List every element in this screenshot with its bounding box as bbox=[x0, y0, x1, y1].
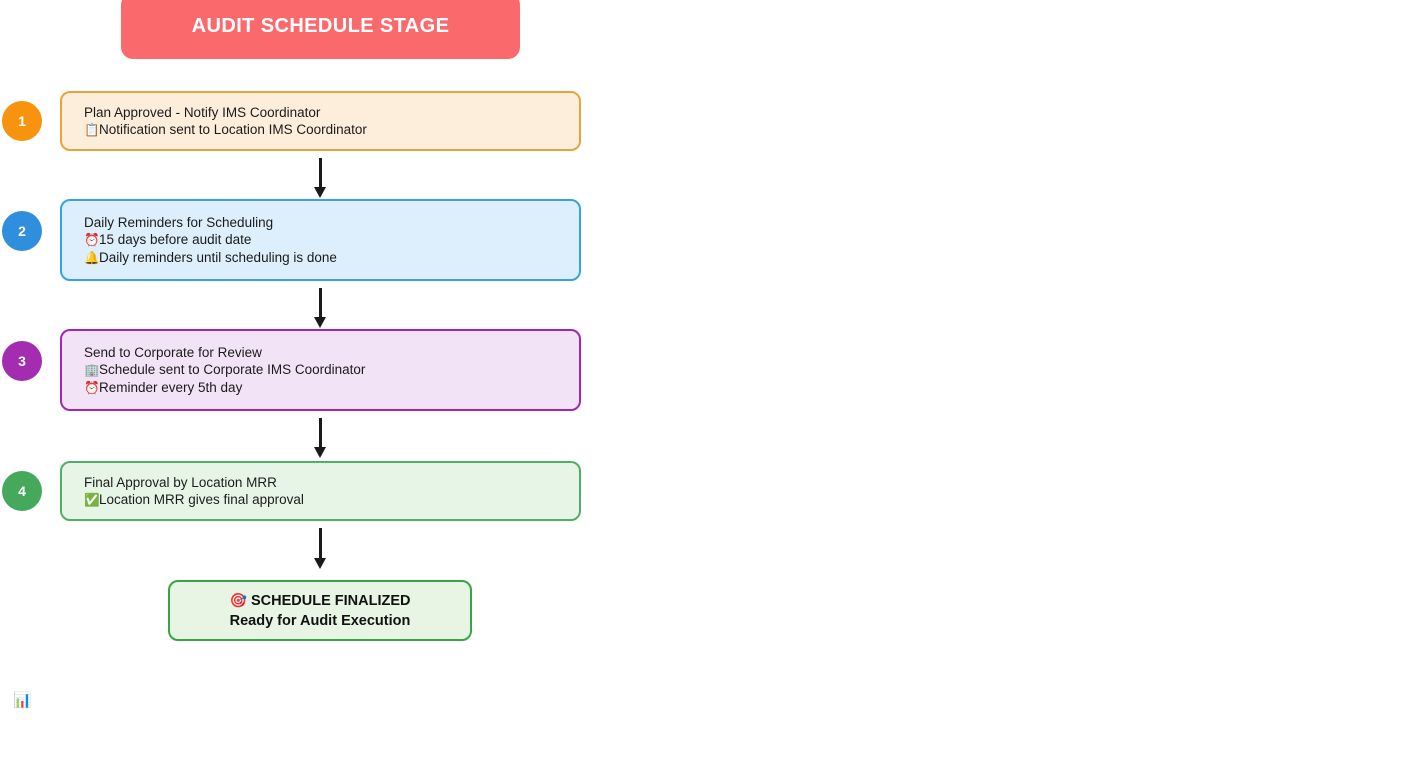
alarm-clock-icon: ⏰ bbox=[84, 232, 100, 248]
check-mark-box-icon: ✅ bbox=[84, 492, 100, 507]
step-2-title: Daily Reminders for Scheduling bbox=[84, 214, 274, 230]
stage-title-banner: AUDIT SCHEDULE STAGE bbox=[121, 0, 520, 59]
step-1-detail-1: 📋Notification sent to Location IMS Coord… bbox=[84, 121, 579, 139]
dart-target-icon: 🎯 bbox=[229, 592, 247, 609]
connector-1-to-2 bbox=[314, 158, 327, 198]
final-line-1-text: SCHEDULE FINALIZED bbox=[250, 592, 411, 609]
step-box-3[interactable]: Send to Corporate for Review 🏢Schedule s… bbox=[60, 329, 581, 411]
connector-shaft bbox=[319, 158, 322, 188]
step-2-detail-1: ⏰15 days before audit date bbox=[84, 231, 579, 249]
bell-icon: 🔔 bbox=[84, 249, 100, 265]
page-title: AUDIT SCHEDULE STAGE bbox=[191, 14, 450, 37]
step-4-title: Final Approval by Location MRR bbox=[84, 474, 277, 490]
connector-arrowhead bbox=[314, 317, 326, 328]
step-number-4-label: 4 bbox=[18, 483, 26, 499]
connector-shaft bbox=[319, 418, 322, 448]
step-box-1[interactable]: Plan Approved - Notify IMS Coordinator 📋… bbox=[60, 91, 581, 151]
connector-3-to-4 bbox=[314, 418, 327, 458]
step-3-detail-1: 🏢Schedule sent to Corporate IMS Coordina… bbox=[84, 361, 579, 379]
step-number-3: 3 bbox=[2, 341, 42, 381]
connector-arrowhead bbox=[314, 187, 326, 198]
step-2-detail-2-text: Daily reminders until scheduling is done bbox=[99, 249, 337, 265]
alarm-clock-icon: ⏰ bbox=[84, 379, 100, 395]
connector-2-to-3 bbox=[314, 288, 327, 328]
connector-arrowhead bbox=[314, 447, 326, 458]
connector-4-to-final bbox=[314, 528, 327, 570]
step-number-1: 1 bbox=[2, 101, 42, 141]
step-1-detail-1-text: Notification sent to Location IMS Coordi… bbox=[99, 122, 367, 137]
step-4-detail-1-text: Location MRR gives final approval bbox=[99, 492, 304, 507]
schedule-finalized-box[interactable]: 🎯 SCHEDULE FINALIZED Ready for Audit Exe… bbox=[168, 580, 472, 641]
office-building-icon: 🏢 bbox=[84, 362, 100, 378]
step-box-2[interactable]: Daily Reminders for Scheduling ⏰15 days … bbox=[60, 199, 581, 281]
connector-shaft bbox=[319, 528, 322, 559]
step-number-3-label: 3 bbox=[18, 353, 26, 369]
step-3-detail-2: ⏰Reminder every 5th day bbox=[84, 379, 579, 397]
step-number-1-label: 1 bbox=[18, 113, 26, 129]
step-4-detail-1: ✅Location MRR gives final approval bbox=[84, 491, 579, 509]
step-3-detail-2-text: Reminder every 5th day bbox=[99, 379, 243, 395]
step-number-4: 4 bbox=[2, 471, 42, 511]
step-2-detail-2: 🔔Daily reminders until scheduling is don… bbox=[84, 249, 579, 267]
final-line-2: Ready for Audit Execution bbox=[229, 612, 411, 629]
step-3-title: Send to Corporate for Review bbox=[84, 344, 262, 360]
step-1-title: Plan Approved - Notify IMS Coordinator bbox=[84, 104, 321, 120]
clipboard-icon: 📋 bbox=[84, 122, 100, 137]
connector-shaft bbox=[319, 288, 322, 318]
step-3-detail-1-text: Schedule sent to Corporate IMS Coordinat… bbox=[99, 362, 366, 378]
step-number-2: 2 bbox=[2, 211, 42, 251]
step-box-4[interactable]: Final Approval by Location MRR ✅Location… bbox=[60, 461, 581, 521]
final-line-1: 🎯 SCHEDULE FINALIZED bbox=[230, 591, 411, 611]
connector-arrowhead bbox=[314, 558, 326, 569]
step-number-2-label: 2 bbox=[18, 223, 26, 239]
step-2-detail-1-text: 15 days before audit date bbox=[99, 232, 252, 248]
bar-chart-icon: 📊 bbox=[13, 691, 32, 709]
